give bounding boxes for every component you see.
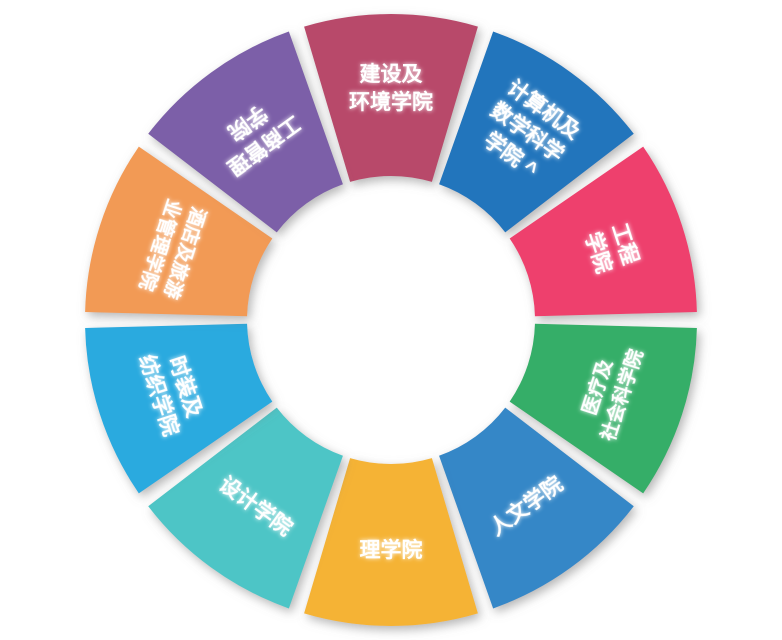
segment-label-construction-environment: 建设及环境学院 (349, 62, 433, 114)
label-line: 环境学院 (349, 90, 433, 114)
segment-shape-engineering[interactable] (509, 146, 697, 317)
wheel-segment-engineering[interactable] (509, 146, 697, 317)
wheel-segment-science[interactable] (304, 458, 478, 626)
segment-shape-design[interactable] (148, 407, 343, 609)
wheel-segment-construction-environment[interactable] (304, 13, 478, 182)
wheel-segment-health-social-sciences[interactable] (509, 323, 697, 494)
segment-shape-humanities[interactable] (439, 407, 634, 609)
wheel-segment-humanities[interactable] (439, 407, 634, 609)
segment-shape-fashion-textiles[interactable] (85, 323, 273, 494)
segment-shape-business[interactable] (148, 31, 343, 233)
segment-shape-construction-environment[interactable] (304, 13, 478, 182)
label-line: 理学院 (360, 538, 423, 562)
segment-shape-health-social-sciences[interactable] (509, 323, 697, 494)
wheel-segment-business[interactable] (148, 31, 343, 233)
wheel-segments (85, 13, 697, 626)
wheel-segment-design[interactable] (148, 407, 343, 609)
segment-shape-computing-mathematical-sciences[interactable] (439, 31, 634, 233)
label-line: 建设及 (360, 62, 424, 86)
segment-shape-hotel-tourism-management[interactable] (85, 146, 273, 317)
segment-shape-science[interactable] (304, 458, 478, 626)
segment-label-science: 理学院 (360, 538, 423, 562)
wheel-segment-fashion-textiles[interactable] (85, 323, 273, 494)
wheel-segment-computing-mathematical-sciences[interactable] (439, 31, 634, 233)
wheel-segment-hotel-tourism-management[interactable] (85, 146, 273, 317)
segment-label-engineering: 工程学院 (581, 220, 642, 276)
